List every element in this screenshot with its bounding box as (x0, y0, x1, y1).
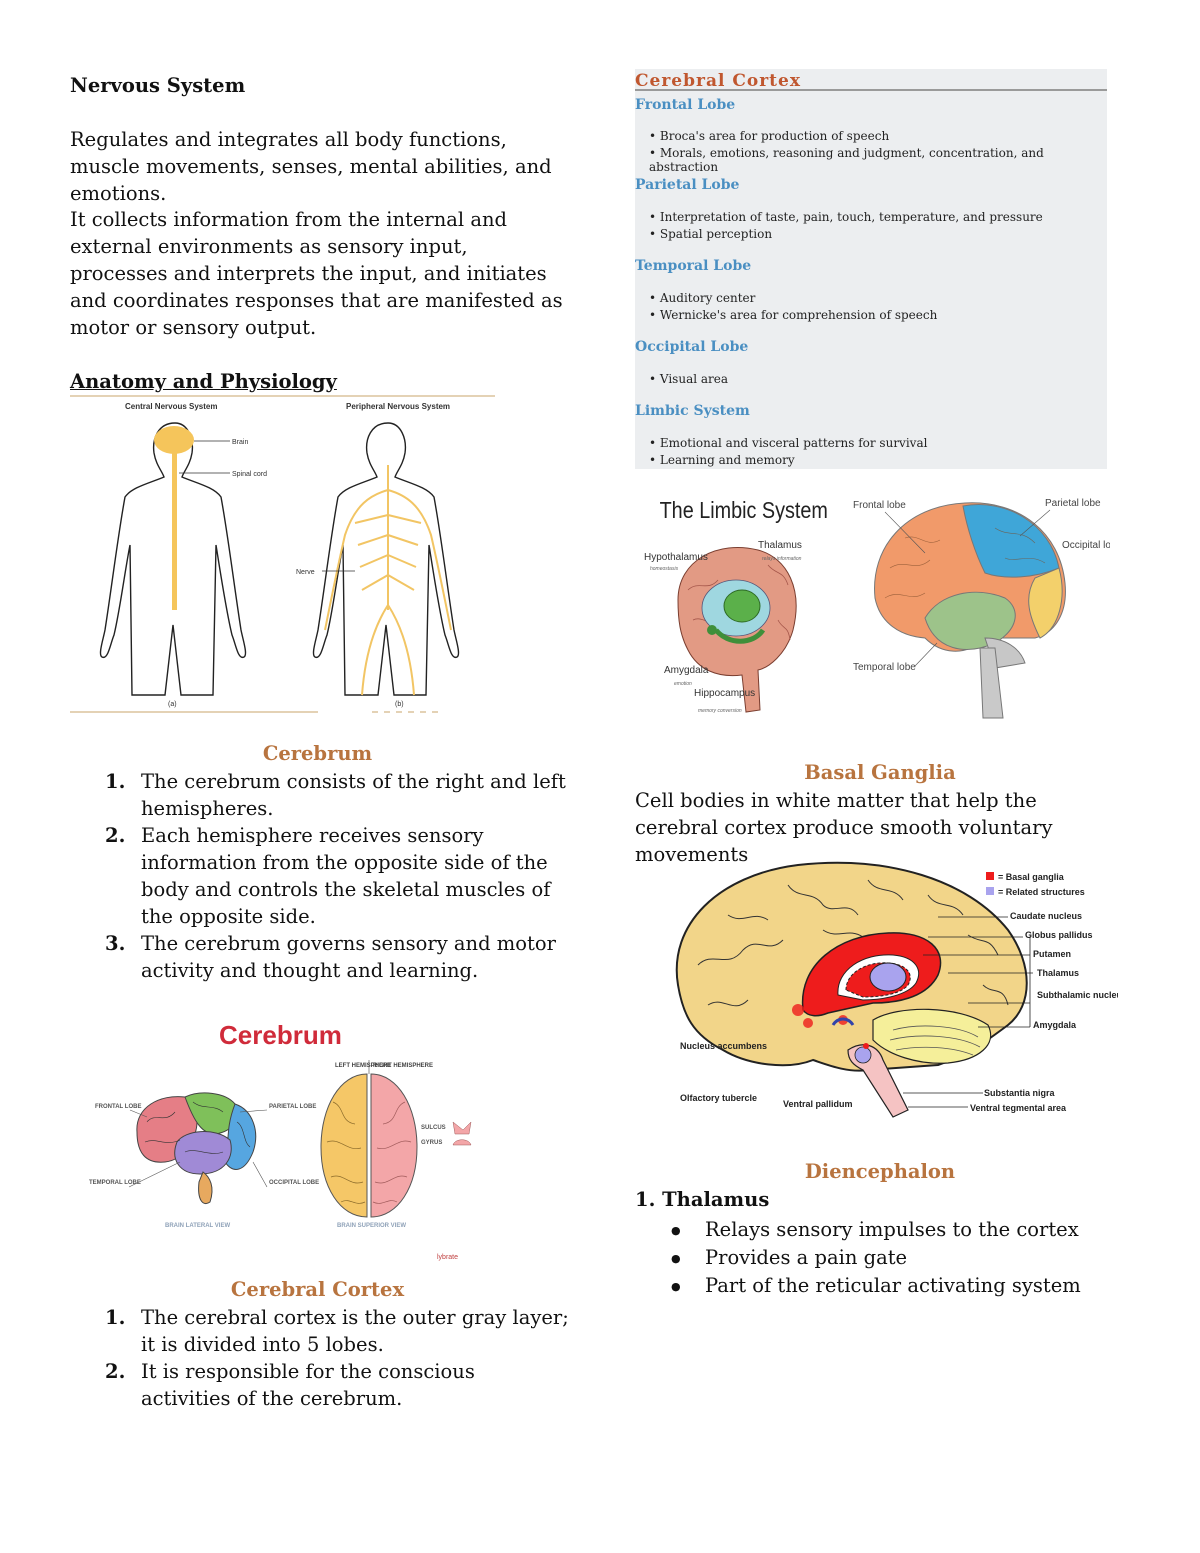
subthalamic-label: Subthalamic nucleus (1037, 990, 1118, 1000)
basal-ganglia-figure: = Basal ganglia = Related structures Cau… (668, 855, 1127, 1120)
cerebrum-figure-title: Cerebrum (219, 1020, 342, 1050)
ventral-pallidum-label: Ventral pallidum (783, 1099, 853, 1109)
sulcus-label: SULCUS (421, 1125, 446, 1131)
thalamus-sub: relays information (762, 556, 802, 562)
list-item: • Broca's area for production of speech (649, 129, 890, 143)
globus-label: Globus pallidus (1025, 930, 1093, 940)
brain-lobes-figure: Frontal lobe Parietal lobe Occipital lob… (845, 488, 1122, 723)
superior-view-label: BRAIN SUPERIOR VIEW (337, 1223, 406, 1229)
list-item: • Interpretation of taste, pain, touch, … (649, 210, 1043, 224)
diencephalon-heading: Diencephalon (804, 1160, 956, 1183)
parietal-lobe-label: PARIETAL LOBE (269, 1104, 316, 1110)
list-item: 1.The cerebrum consists of the right and… (105, 770, 566, 820)
list-item: • Learning and memory (649, 453, 795, 467)
substantia-nigra-label: Substantia nigra (984, 1088, 1056, 1098)
parietal-lobe-label: Parietal lobe (1045, 498, 1101, 509)
function-paragraph: It collects information from the interna… (70, 208, 563, 339)
list-item: 2.It is responsible for the conscious ac… (105, 1360, 475, 1410)
occipital-lobe-label: Occipital lobe (1062, 540, 1110, 551)
lateral-view-label: BRAIN LATERAL VIEW (165, 1223, 230, 1229)
thalamus-heading: 1. Thalamus (635, 1188, 770, 1211)
legend-blue-swatch (986, 887, 994, 895)
legend-related: = Related structures (998, 887, 1085, 897)
cerebral-cortex-summary-box: Cerebral Cortex Frontal Lobe • Broca's a… (635, 69, 1107, 469)
gyrus-icon (452, 1139, 472, 1146)
intro-paragraph: Regulates and integrates all body functi… (70, 128, 552, 205)
lateral-brain-illustration (136, 1092, 257, 1205)
brand-logo: lybrate (437, 1254, 458, 1261)
amygdala-label: Amygdala (664, 665, 709, 676)
spinal-cord-label: Spinal cord (232, 471, 267, 478)
occipital-lobe-heading: Occipital Lobe (635, 339, 749, 355)
parietal-lobe-heading: Parietal Lobe (635, 177, 740, 193)
nerve-label: Nerve (296, 569, 315, 576)
list-item: • Auditory center (649, 291, 756, 305)
basal-ganglia-heading: Basal Ganglia (804, 761, 956, 784)
hypothalamus-label: Hypothalamus (644, 552, 708, 563)
thalamus-label: Thalamus (758, 540, 802, 551)
brain-shape (154, 426, 194, 454)
fig-a-label: (a) (168, 701, 177, 708)
hypothalamus-sub: homeostasis (650, 566, 679, 572)
peripheral-nerves (324, 465, 452, 696)
list-item: 2.Each hemisphere receives sensory infor… (105, 824, 551, 928)
page-title: Nervous System (70, 74, 246, 97)
hippocampus-label: Hippocampus (694, 688, 755, 699)
limbic-system-heading: Limbic System (635, 403, 750, 419)
nervous-system-figure: Central Nervous System Peripheral Nervou… (70, 395, 495, 715)
box-title: Cerebral Cortex (635, 71, 801, 91)
putamen-label: Putamen (1033, 949, 1071, 959)
list-item: Provides a pain gate (635, 1244, 1115, 1273)
cortex-list: 1.The cerebral cortex is the outer gray … (70, 1304, 570, 1412)
limbic-title: The Limbic System (660, 497, 828, 523)
olfactory-tubercle-label: Olfactory tubercle (680, 1093, 757, 1103)
gyrus-label: GYRUS (421, 1140, 442, 1146)
list-item: • Morals, emotions, reasoning and judgme… (649, 146, 1044, 174)
cerebral-cortex-heading: Cerebral Cortex (230, 1278, 405, 1301)
limbic-system-figure: The Limbic System Hypothalamus homeostas… (638, 480, 838, 720)
amygdala-label: Amygdala (1033, 1020, 1077, 1030)
sulcus-icon (452, 1121, 472, 1135)
hippocampus-sub: memory conversion (698, 708, 742, 714)
basal-ganglia-description: Cell bodies in white matter that help th… (635, 789, 1053, 866)
superior-brain-illustration (320, 1073, 418, 1218)
list-item: • Spatial perception (649, 227, 773, 241)
legend-red-swatch (986, 872, 994, 880)
box-divider (635, 89, 1107, 91)
caudate-label: Caudate nucleus (1010, 911, 1082, 921)
frontal-lobe-label: Frontal lobe (853, 500, 906, 511)
right-hemisphere-label: RIGHT HEMISPHERE (373, 1063, 433, 1069)
amygdala-sub: emotion (674, 681, 692, 687)
list-item: Relays sensory impulses to the cortex (635, 1216, 1115, 1245)
cns-label: Central Nervous System (125, 402, 217, 411)
temporal-lobe-heading: Temporal Lobe (635, 258, 752, 274)
list-item: • Visual area (649, 372, 729, 386)
thalamus-label: Thalamus (1037, 968, 1079, 978)
thalamus-list: Relays sensory impulses to the cortex Pr… (635, 1216, 1115, 1301)
occipital-lobe-label: OCCIPITAL LOBE (269, 1180, 319, 1186)
brain-label: Brain (232, 439, 248, 446)
fig-b-label: (b) (395, 701, 404, 708)
temporal-lobe-label: Temporal lobe (853, 662, 916, 673)
frontal-lobe-label: FRONTAL LOBE (95, 1104, 141, 1110)
cerebrum-list: 1.The cerebrum consists of the right and… (70, 768, 570, 984)
ventral-tegmental-label: Ventral tegmental area (970, 1103, 1067, 1113)
list-item: 3.The cerebrum governs sensory and motor… (105, 932, 556, 982)
temporal-lobe-label: TEMPORAL LOBE (89, 1180, 141, 1186)
nucleus-accumbens-label: Nucleus accumbens (680, 1041, 767, 1051)
cerebrum-figure: Cerebrum FRONTAL LOBE PARIETAL LOBE TEMP… (85, 1012, 480, 1272)
legend-basal-ganglia: = Basal ganglia (998, 872, 1065, 882)
list-item: • Wernicke's area for comprehension of s… (649, 308, 938, 322)
list-item: Part of the reticular activating system (635, 1272, 1115, 1301)
spinal-cord-shape (172, 450, 177, 610)
left-hemisphere-label: LEFT HEMISPHERE (335, 1063, 391, 1069)
list-item: 1.The cerebral cortex is the outer gray … (105, 1306, 569, 1356)
anatomy-heading: Anatomy and Physiology (70, 370, 337, 393)
pns-label: Peripheral Nervous System (346, 402, 450, 411)
cerebrum-heading: Cerebrum (262, 742, 373, 765)
frontal-lobe-heading: Frontal Lobe (635, 97, 736, 113)
list-item: • Emotional and visceral patterns for su… (649, 436, 928, 450)
